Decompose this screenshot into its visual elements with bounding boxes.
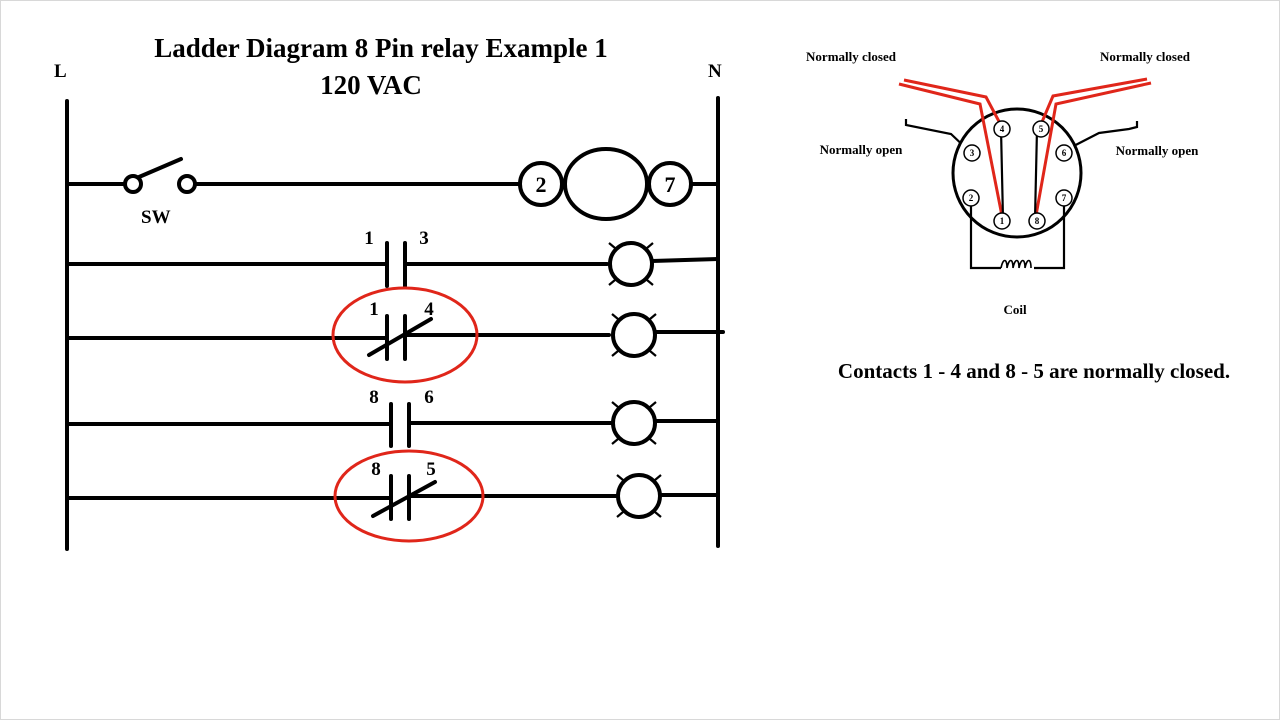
contact-label-left: 8 [369,387,379,408]
svg-text:4: 4 [1000,124,1005,134]
relay-coil [563,147,649,221]
contact-label-left: 1 [369,299,379,320]
coil-pin-left: 2 [536,172,547,197]
coil-pin-right: 7 [665,172,676,197]
nc-slash [371,480,437,518]
svg-text:1: 1 [1000,216,1005,226]
relay-pin-1: 1 [993,212,1011,230]
lamp [616,473,662,519]
rung-2: 1 3 [65,228,720,288]
rail-label-left: L [54,61,67,82]
rung-1: SW 2 7 [65,147,720,228]
contact-label-right: 4 [424,299,434,320]
diagram-subtitle: 120 VAC [320,70,422,100]
nc-wire-right-a [1033,81,1152,222]
relay-pin-4: 4 [993,120,1011,138]
contact-label-left: 1 [364,228,374,249]
contact-label-right: 6 [424,387,434,408]
contact-label-left: 8 [371,459,381,480]
switch-label: SW [141,207,171,228]
contact-label-right: 3 [419,228,429,249]
note-text: Contacts 1 - 4 and 8 - 5 are normally cl… [838,359,1230,383]
relay-pin-2: 2 [962,189,980,207]
svg-text:2: 2 [969,193,974,203]
coil-winding [1000,259,1032,269]
relay-socket [951,107,1083,239]
coil-label: Coil [1003,302,1027,317]
relay-pin-7: 7 [1055,189,1073,207]
relay-pinout: Normally closed Normally closed Normally… [806,49,1199,317]
svg-text:5: 5 [1039,124,1044,134]
svg-text:3: 3 [970,148,975,158]
rail-label-right: N [708,61,722,82]
highlight-ring [331,286,479,384]
coil-wire-right [1034,206,1066,270]
contact-label-right: 5 [426,459,436,480]
label-normally-open-right: Normally open [1116,143,1199,158]
svg-text:7: 7 [1062,193,1067,203]
nc-slash [367,317,433,357]
svg-text:6: 6 [1062,148,1067,158]
switch-terminal-right [177,174,197,194]
svg-text:8: 8 [1035,216,1040,226]
label-normally-closed-left: Normally closed [806,49,897,64]
nc-wire-right-b [1037,77,1148,130]
lamp-rays [616,474,662,518]
lamp-rays [611,313,657,357]
coil-wire-left [969,206,1001,270]
relay-pin-6: 6 [1055,144,1073,162]
switch-blade [137,157,183,179]
relay-pin-8: 8 [1028,212,1046,230]
lamp-rays [611,401,657,445]
internal-links [999,128,1039,220]
relay-pin-5: 5 [1032,120,1050,138]
rung-5: 8 5 [65,449,720,543]
no-wire-right [1063,121,1139,152]
switch-terminal-left [123,174,143,194]
diagram-title: Ladder Diagram 8 Pin relay Example 1 [154,33,608,63]
lamp [608,241,654,287]
label-normally-open-left: Normally open [820,142,903,157]
nc-wire-left-b [903,78,1005,130]
nc-wire-left-a [898,82,1005,222]
highlight-ring [333,449,485,543]
rung-3: 1 4 [65,286,725,384]
coil-pin-circle-left [518,161,564,207]
relay-pin-3: 3 [963,144,981,162]
label-normally-closed-right: Normally closed [1100,49,1191,64]
rung-4: 8 6 [65,387,720,448]
lamp [611,400,657,446]
lamp [611,312,657,358]
lamp-rays [608,242,654,286]
